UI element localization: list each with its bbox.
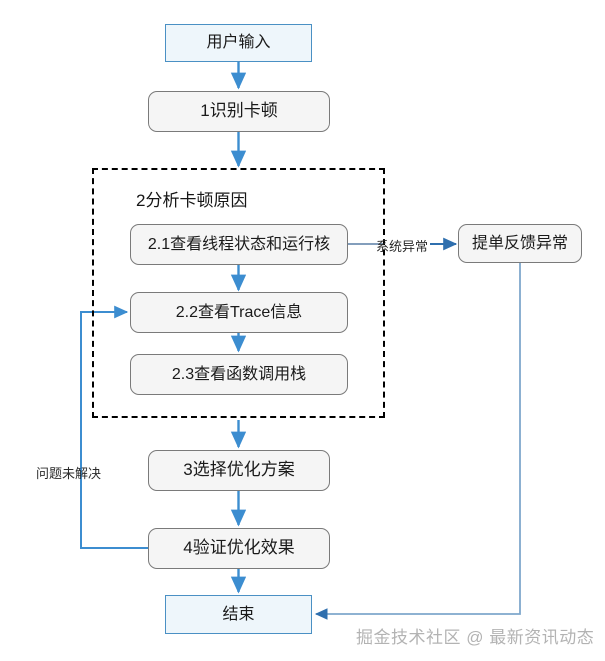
watermark-text: 掘金技术社区 @ 最新资讯动态 [356, 623, 594, 648]
group-title-label: 2分析卡顿原因 [136, 191, 248, 210]
node-step1-label: 1识别卡顿 [200, 101, 278, 121]
edge-unresolved-loop [80, 305, 148, 549]
edge-label-system-exception-text: 系统异常 [376, 239, 429, 254]
node-step2-2-label: 2.2查看Trace信息 [175, 303, 303, 321]
node-user-input-label: 用户输入 [206, 34, 271, 52]
node-step3-choose-optimization[interactable]: 3选择优化方案 [148, 450, 330, 491]
edge-label-unresolved-text: 问题未解决 [36, 466, 102, 481]
node-step1-identify-lag[interactable]: 1识别卡顿 [148, 91, 330, 132]
node-step2-2-trace-info[interactable]: 2.2查看Trace信息 [130, 292, 348, 333]
node-user-input[interactable]: 用户输入 [165, 24, 312, 62]
edge-label-system-exception: 系统异常 [376, 236, 428, 255]
node-step2-1-label: 2.1查看线程状态和运行核 [147, 235, 331, 253]
node-end-label: 结束 [222, 605, 255, 623]
node-step2-3-call-stack[interactable]: 2.3查看函数调用栈 [130, 354, 348, 395]
edge-exception-to-end [314, 263, 521, 620]
node-step4-label: 4验证优化效果 [183, 538, 295, 558]
node-step2-1-thread-state[interactable]: 2.1查看线程状态和运行核 [130, 224, 348, 265]
node-step3-label: 3选择优化方案 [183, 460, 295, 480]
group-analyze-container [92, 168, 385, 418]
node-submit-exception-label: 提单反馈异常 [471, 234, 568, 252]
group-title-analyze-cause: 2分析卡顿原因 [136, 186, 247, 211]
node-step4-verify-effect[interactable]: 4验证优化效果 [148, 528, 330, 569]
node-end[interactable]: 结束 [165, 595, 312, 634]
edge-label-unresolved: 问题未解决 [36, 463, 101, 482]
node-step2-3-label: 2.3查看函数调用栈 [171, 365, 307, 383]
node-submit-exception-feedback[interactable]: 提单反馈异常 [458, 224, 582, 263]
watermark-label: 掘金技术社区 @ 最新资讯动态 [356, 628, 595, 647]
